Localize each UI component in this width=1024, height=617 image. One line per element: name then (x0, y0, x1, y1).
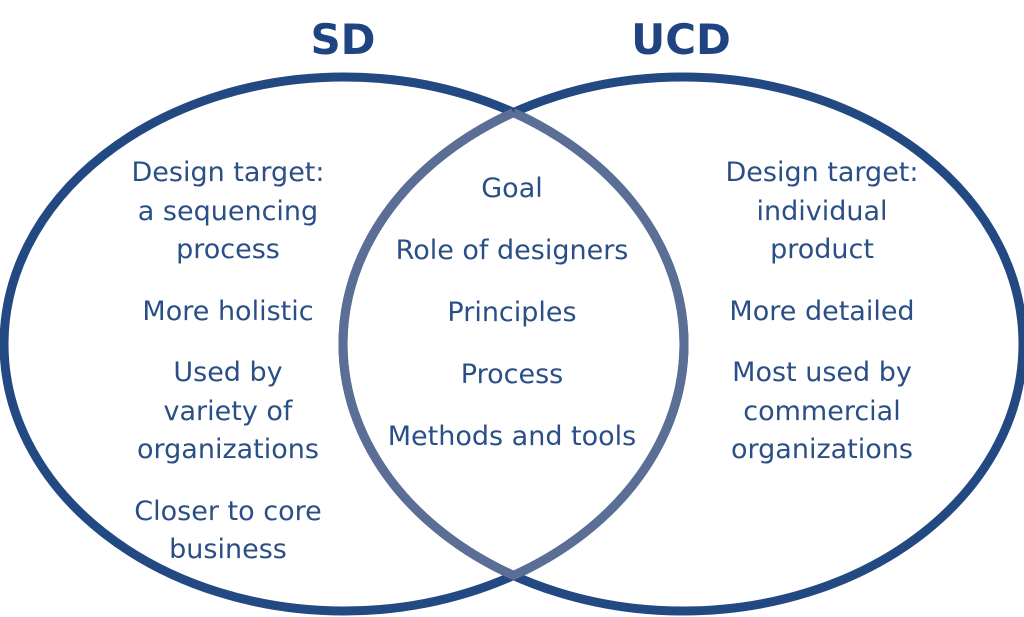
ucd-item-line: commercial (743, 395, 901, 427)
sd-item-line: business (169, 534, 287, 565)
ucd-item-line: Most used by (732, 357, 912, 388)
ucd-item-most-used-by: Most used by commercial organizations (682, 354, 962, 470)
sd-item-line: variety of (163, 395, 293, 427)
ucd-item-line: product (770, 234, 874, 265)
ucd-item-more-detailed: More detailed (682, 293, 962, 332)
sd-title: SD (310, 15, 376, 64)
sd-item-line: Closer to core (134, 495, 322, 527)
ucd-title: UCD (631, 15, 731, 64)
sd-item-design-target: Design target: a sequencing process (88, 154, 368, 270)
intersection-item-role-of-designers: Role of designers (395, 235, 629, 266)
ucd-item-design-target: Design target: individual product (682, 154, 962, 270)
sd-item-line: More holistic (142, 295, 314, 327)
sd-item-line: Design target: (131, 157, 325, 188)
sd-item-more-holistic: More holistic (88, 293, 368, 332)
sd-item-used-by: Used by variety of organizations (88, 354, 368, 470)
intersection-item-principles: Principles (447, 297, 577, 328)
intersection-item-goal: Goal (481, 173, 543, 204)
ucd-item-line: More detailed (729, 295, 915, 327)
ucd-item-line: Design target: (725, 157, 919, 188)
ucd-item-line: individual (756, 195, 888, 227)
ucd-item-line: organizations (731, 434, 913, 465)
sd-item-line: process (176, 234, 280, 265)
intersection-item-methods-and-tools: Methods and tools (387, 421, 637, 452)
sd-item-closer-to-core: Closer to core business (88, 493, 368, 570)
sd-item-line: Used by (173, 357, 283, 388)
overlap-outline (338, 108, 689, 581)
sd-item-line: a sequencing (137, 195, 319, 227)
intersection-item-process: Process (460, 359, 564, 390)
sd-item-line: organizations (137, 434, 319, 465)
